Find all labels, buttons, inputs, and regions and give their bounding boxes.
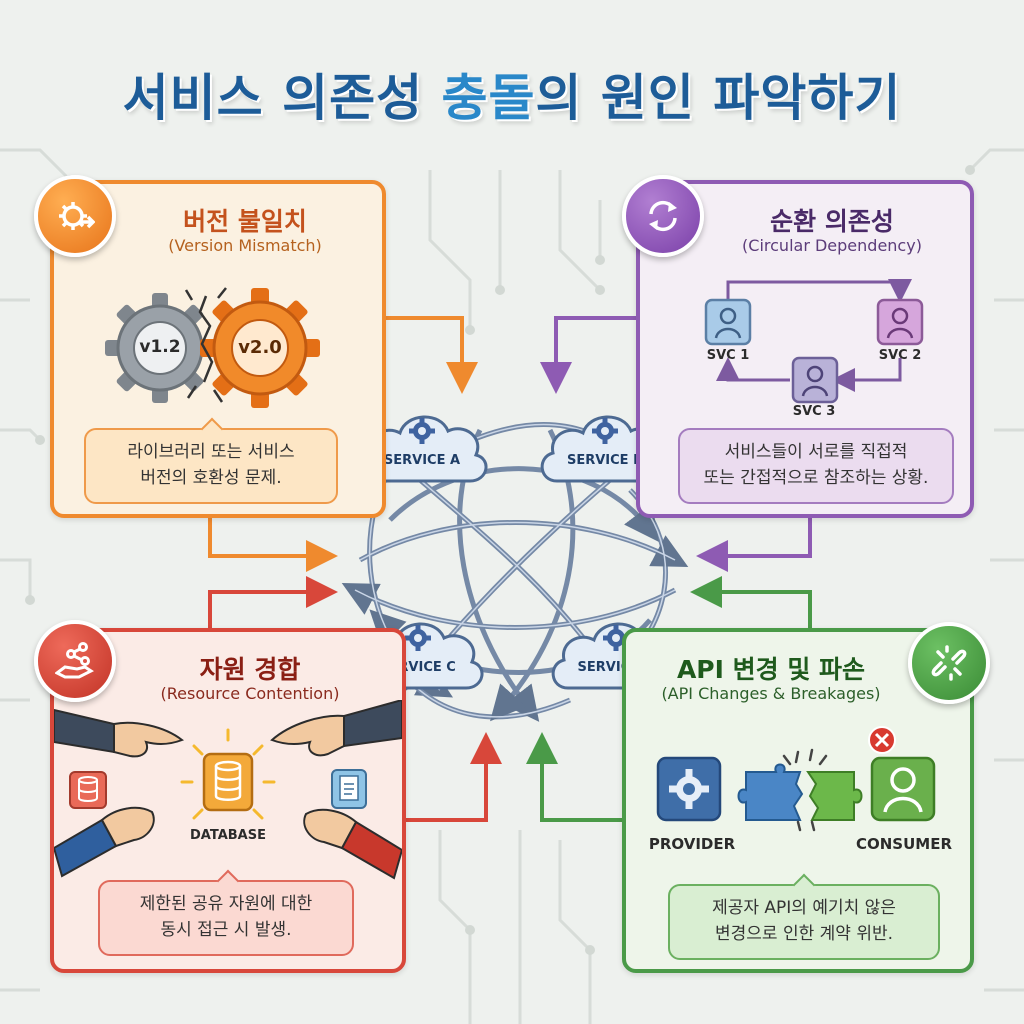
share-hand-icon: [34, 620, 116, 702]
resource-contention-subtitle: (Resource Contention): [160, 684, 340, 703]
title-rest: 의 원인 파악하기: [535, 69, 902, 127]
resource-contention-title: 자원 경합: [199, 655, 301, 684]
version-mismatch-note-line1: 라이브러리 또는 서비스: [127, 442, 295, 462]
gear-arrow-icon: [34, 175, 116, 257]
gear-v1-label: v1.2: [139, 337, 181, 357]
circular-dependency-title: 순환 의존성: [770, 207, 894, 236]
service-b-label: SERVICE B: [566, 453, 643, 468]
crack-icon: [184, 287, 227, 403]
title-accent: 충돌: [441, 69, 536, 127]
api-changes-subtitle: (API Changes & Breakages): [661, 684, 881, 703]
gear-v2-icon: [200, 288, 320, 408]
hands-grabbing-database: [54, 700, 402, 880]
api-changes-title: API 변경 및 파손: [676, 655, 866, 684]
circular-dependency-note: 서비스들이 서로를 직접적 또는 간접적으로 참조하는 상황.: [678, 428, 954, 504]
svc2-user-icon: [876, 298, 924, 346]
error-x-icon: [868, 726, 896, 754]
version-mismatch-title: 버전 불일치: [183, 207, 307, 236]
arm-top-left: [54, 708, 185, 758]
svc1-label: SVC 1: [706, 348, 750, 363]
title-main: 서비스 의존성: [122, 69, 442, 127]
svc2-label: SVC 2: [878, 348, 922, 363]
gear-icon: [405, 625, 431, 651]
arm-top-right: [270, 700, 402, 757]
consumer-label: CONSUMER: [855, 835, 953, 853]
broken-puzzle-icon: [737, 748, 863, 832]
page-title: 서비스 의존성 충돌의 원인 파악하기: [0, 58, 1024, 130]
service-a-label: SERVICE A: [383, 453, 461, 468]
circular-dependency-subtitle: (Circular Dependency): [742, 236, 922, 255]
svc3-user-icon: [791, 356, 839, 404]
provider-gear-icon: [656, 756, 722, 822]
dependency-tangle: [341, 422, 689, 722]
circular-dependency-note-line2: 또는 간접적으로 참조하는 상황.: [703, 468, 929, 488]
gear-icon: [603, 625, 629, 651]
circular-dependency-note-line1: 서비스들이 서로를 직접적: [724, 442, 908, 462]
gear-v2-label: v2.0: [238, 337, 282, 358]
api-changes-note: 제공자 API의 예기치 않은 변경으로 인한 계약 위반.: [668, 884, 940, 960]
broken-link-icon: [908, 622, 990, 704]
gear-icon: [409, 418, 435, 444]
cycle-diagram: [704, 279, 924, 404]
resource-contention-note: 제한된 공유 자원에 대한 동시 접근 시 발생.: [98, 880, 354, 956]
arm-bottom-right: [303, 808, 402, 880]
provider-label: PROVIDER: [648, 835, 736, 853]
database-icon: [202, 752, 254, 812]
svc3-label: SVC 3: [792, 404, 836, 419]
small-database-icon: [69, 771, 107, 809]
resource-contention-note-line2: 동시 접근 시 발생.: [160, 920, 292, 940]
gear-icon: [592, 418, 618, 444]
glow-rays: [180, 728, 276, 820]
version-mismatch-note-line2: 버전의 호환성 문제.: [140, 468, 282, 488]
broken-contract-illustration: [656, 726, 936, 832]
svc1-user-icon: [704, 298, 752, 346]
clashing-gears: [105, 287, 320, 408]
version-mismatch-subtitle: (Version Mismatch): [168, 236, 322, 255]
arm-bottom-left: [54, 806, 155, 878]
database-label: DATABASE: [190, 828, 266, 843]
api-changes-note-line1: 제공자 API의 예기치 않은: [712, 898, 896, 918]
api-changes-note-line2: 변경으로 인한 계약 위반.: [714, 924, 893, 944]
document-icon: [331, 769, 367, 809]
consumer-user-icon: [870, 756, 936, 822]
cycle-arrows-icon: [622, 175, 704, 257]
resource-contention-note-line1: 제한된 공유 자원에 대한: [139, 894, 313, 914]
version-mismatch-note: 라이브러리 또는 서비스 버전의 호환성 문제.: [84, 428, 338, 504]
